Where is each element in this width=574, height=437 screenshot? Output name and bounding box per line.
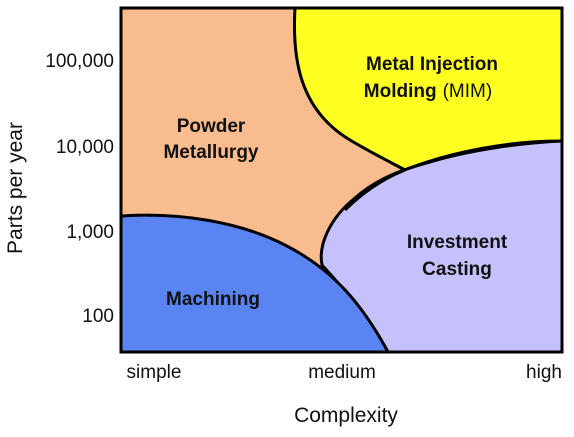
x-tick-medium: medium [308,362,376,383]
label-investment-casting-line1: Investment [407,232,508,253]
plot-frame [119,6,564,354]
label-mim-abbrev: (MIM) [443,81,493,102]
x-tick-simple: simple [127,362,182,383]
y-axis-title: Parts per year [4,122,27,254]
x-axis-title: Complexity [294,404,398,427]
boundary-mim-casting [343,168,406,212]
label-investment-casting-line2: Casting [422,259,492,280]
label-machining: Machining [166,289,260,310]
x-tick-high: high [526,362,562,383]
y-tick-10000: 10,000 [56,137,114,158]
label-mim-molding: Molding [364,81,437,102]
label-mim-line2: Molding (MIM) [364,81,492,102]
label-mim-line1: Metal Injection [366,54,498,75]
y-tick-100000: 100,000 [45,51,114,72]
y-tick-1000: 1,000 [66,222,114,243]
region-machining [119,213,391,354]
label-powder-metallurgy-line2: Metallurgy [163,142,258,163]
label-powder-metallurgy-line1: Powder [177,116,246,137]
y-tick-100: 100 [82,306,114,327]
